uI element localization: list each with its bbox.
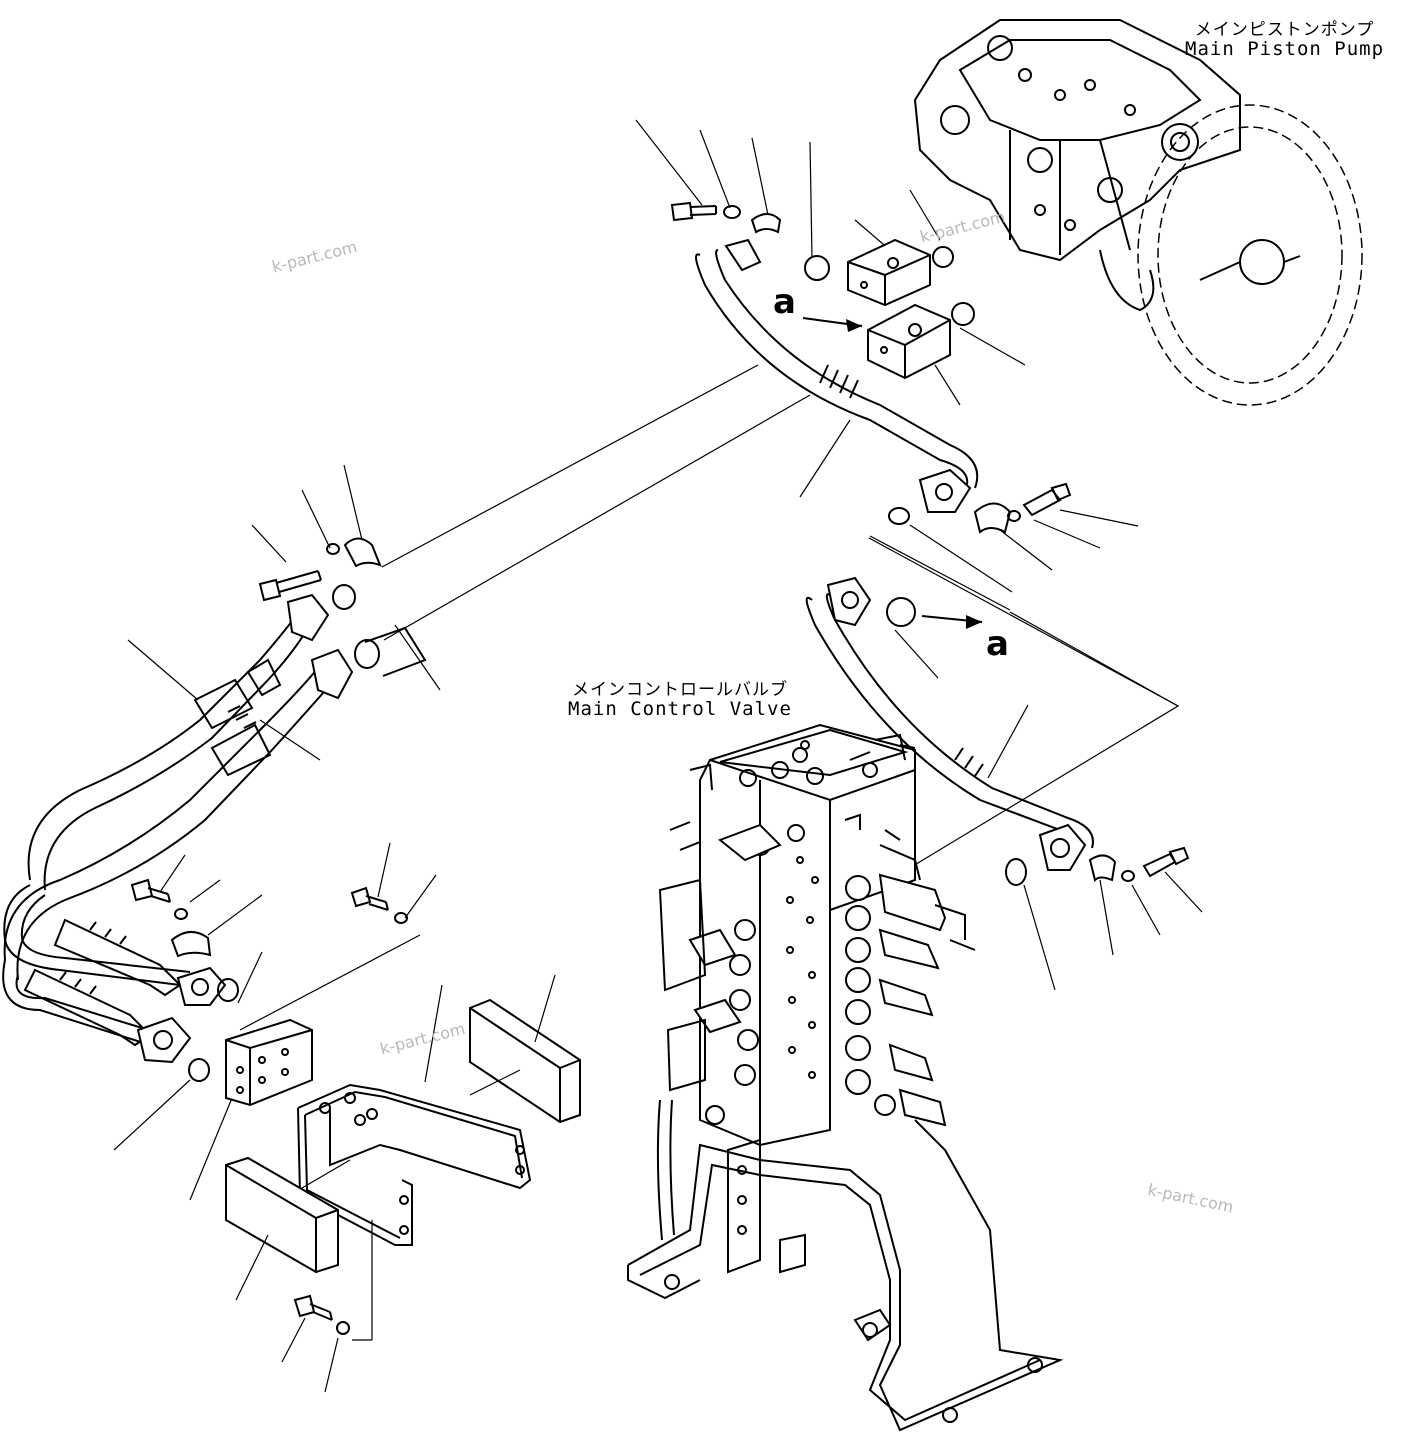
left-hose-assembly (2, 464, 441, 1201)
connection-lines (381, 364, 1180, 873)
right-hose-assembly (805, 576, 1203, 991)
reference-letter-a-top: a (773, 282, 796, 322)
main-piston-pump-label: メインピストンポンプ Main Piston Pump (1185, 20, 1385, 60)
valve-ports (739, 740, 878, 1079)
main-control-valve-label-en: Main Control Valve (568, 697, 792, 720)
bracket-assembly (225, 974, 581, 1393)
main-piston-pump-label-jp: メインピストンポンプ (1194, 20, 1375, 40)
main-control-valve-label-jp: メインコントロールバルブ (571, 680, 788, 700)
valve-spools-right (845, 829, 976, 1127)
main-control-valve-label: メインコントロールバルブ Main Control Valve (568, 680, 792, 720)
valve-spools-left (658, 763, 782, 1125)
main-piston-pump-label-en: Main Piston Pump (1185, 37, 1385, 60)
upper-hose-assembly (635, 119, 1139, 611)
reference-letter-a-right: a (986, 624, 1009, 664)
main-control-valve (627, 723, 1064, 1432)
main-piston-pump (913, 19, 1363, 406)
